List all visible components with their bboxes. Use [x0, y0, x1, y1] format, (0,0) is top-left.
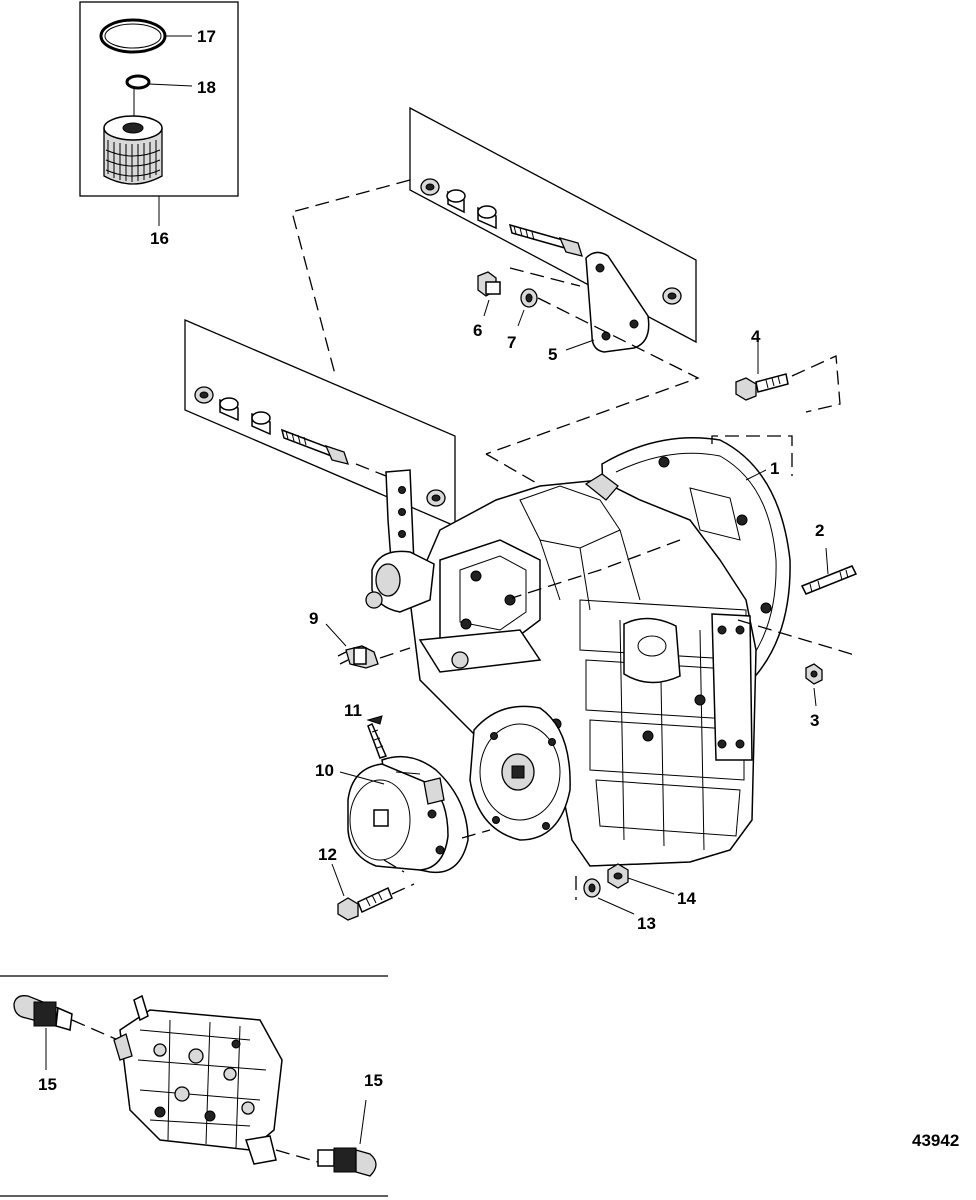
- lower-mount-panel: [184, 319, 456, 576]
- sensor-15-left: [13, 995, 73, 1031]
- stud-2: [800, 565, 858, 595]
- callout-4: 4: [751, 327, 761, 346]
- callout-18: 18: [197, 78, 216, 97]
- callout-7: 7: [507, 333, 516, 352]
- callout-15-left: 15: [38, 1075, 57, 1094]
- callout-10: 10: [315, 761, 334, 780]
- upper-mount-panel: [409, 106, 697, 353]
- transmission-housing-1: [365, 437, 791, 867]
- bolt-12: [337, 886, 393, 921]
- bolt-4: [735, 373, 789, 401]
- washer-13: [583, 878, 601, 898]
- nut-14: [607, 863, 629, 889]
- callout-9: 9: [309, 609, 318, 628]
- filter-element-16: [103, 115, 163, 185]
- ring-18: [125, 74, 151, 90]
- o-ring-17: [99, 18, 167, 54]
- sensor-inset: 15 15: [0, 975, 388, 1197]
- figure-number: 43942: [912, 1131, 959, 1150]
- callout-14: 14: [677, 889, 696, 908]
- filter-inset: 17 18: [79, 1, 239, 226]
- callout-15-right: 15: [364, 1071, 383, 1090]
- washer-7: [520, 288, 538, 308]
- callout-5: 5: [548, 345, 557, 364]
- coupler-10: [347, 755, 469, 874]
- callout-11: 11: [344, 701, 362, 720]
- callout-1: 1: [770, 459, 779, 478]
- callout-2: 2: [815, 521, 824, 540]
- callout-13: 13: [637, 914, 656, 933]
- screw-11: [366, 715, 388, 759]
- callout-6: 6: [473, 321, 482, 340]
- valve-body: [113, 994, 283, 1165]
- callout-17: 17: [197, 27, 216, 46]
- bolt-6: [477, 271, 501, 297]
- callout-16: 16: [150, 229, 169, 248]
- sensor-15-right: [317, 1147, 377, 1177]
- callout-12: 12: [318, 845, 337, 864]
- callout-3: 3: [810, 711, 819, 730]
- sensor-9: [337, 645, 379, 669]
- nut-3: [805, 663, 823, 685]
